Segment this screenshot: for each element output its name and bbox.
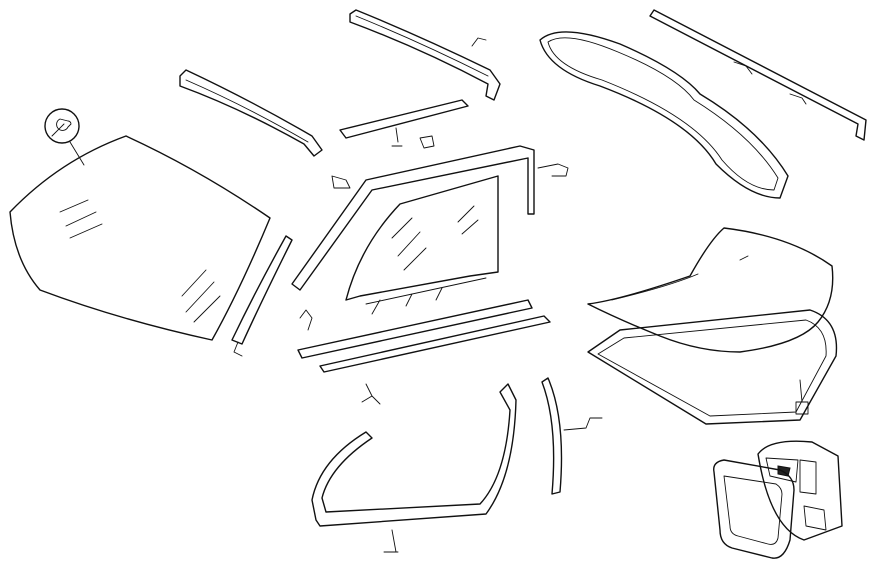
door-window-glass bbox=[345, 175, 499, 315]
quarter-window-seal bbox=[541, 377, 603, 495]
windshield-glass bbox=[9, 135, 271, 341]
roof-inner-seal-strip bbox=[339, 99, 469, 149]
roof-drip-molding-front bbox=[179, 69, 323, 157]
trunk-lid bbox=[587, 227, 834, 353]
tail-lamp-gasket bbox=[713, 459, 795, 559]
door-opening-seal bbox=[311, 383, 517, 553]
tail-lamp-housing bbox=[757, 440, 843, 541]
beltline-weatherstrip-inner bbox=[297, 299, 533, 359]
windshield-a-pillar-trim bbox=[231, 235, 293, 357]
wrench-icon bbox=[44, 108, 85, 166]
trunk-lid-seal bbox=[539, 31, 789, 199]
cowl-panel-strip bbox=[649, 9, 867, 141]
door-window-frame bbox=[291, 145, 569, 291]
roof-rail-seal-rear bbox=[349, 9, 501, 101]
beltline-weatherstrip-outer bbox=[319, 315, 551, 405]
trunk-opening-seal bbox=[587, 309, 838, 425]
